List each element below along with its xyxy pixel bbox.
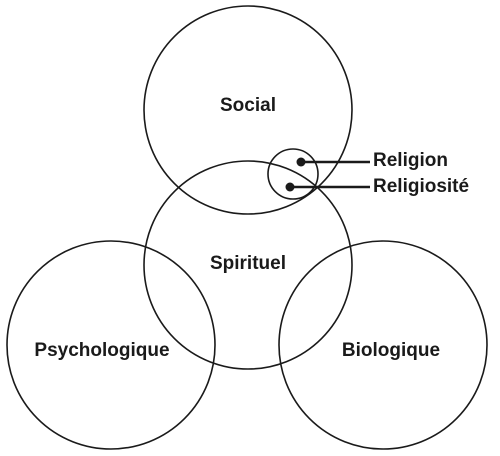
psychologique-circle <box>6 240 216 450</box>
religion-small-circle <box>267 148 319 200</box>
religiosite-label: Religiosité <box>373 176 469 197</box>
religiosite-callout-dot <box>285 182 295 192</box>
spirituel-label: Spirituel <box>210 253 286 274</box>
religion-callout-dot <box>296 157 306 167</box>
psychologique-label: Psychologique <box>34 340 169 361</box>
spirituel-circle <box>143 160 353 370</box>
biologique-label: Biologique <box>342 340 440 361</box>
religion-label: Religion <box>373 150 448 171</box>
biologique-circle <box>278 240 488 450</box>
social-circle <box>143 5 353 215</box>
social-label: Social <box>220 95 276 116</box>
